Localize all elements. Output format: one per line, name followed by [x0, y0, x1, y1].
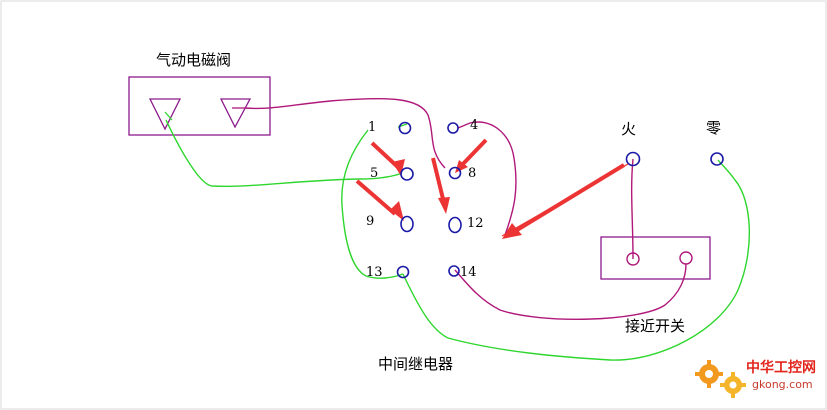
label-relay: 中间继电器: [378, 355, 453, 373]
terminal-1: [398, 121, 412, 135]
valve-box: [128, 76, 271, 136]
switch-box: [600, 236, 711, 280]
relay-terminals: [396, 121, 724, 279]
component-labels: 气动电磁阀 火 零 接近开关 中间继电器: [156, 51, 721, 373]
watermark-brand: 中华工控网: [746, 359, 816, 376]
label-live: 火: [621, 120, 636, 138]
solenoid-valve: [128, 76, 271, 136]
wire-valve-to-pin5: [165, 119, 403, 187]
valve-marker-green: [164, 111, 173, 121]
pin-label-8: 8: [468, 166, 476, 181]
terminal-14: [448, 265, 460, 277]
label-proximity-switch: 接近开关: [625, 317, 685, 335]
gkong-watermark: 中华工控网 gkong.com: [695, 359, 816, 398]
pin-label-9: 9: [366, 214, 374, 229]
pin-label-4: 4: [470, 118, 478, 133]
proximity-switch: [600, 236, 711, 280]
arrow-to-pin5-head: [392, 159, 405, 176]
terminal-8: [448, 166, 462, 180]
terminal-neutral: [710, 152, 724, 166]
wire-live-to-switch: [630, 158, 634, 260]
wire-pin14-to-switch: [454, 263, 687, 320]
arrow-from-live-head: [502, 223, 522, 239]
valve-port-left-icon: [148, 98, 182, 131]
wire-pin1-loop: [341, 129, 404, 279]
pin-label-5: 5: [370, 166, 378, 181]
terminal-13: [396, 265, 410, 279]
arrow-to-pin9: [355, 179, 397, 216]
wire-pin4-down: [457, 121, 517, 236]
switch-terminal-right: [679, 251, 693, 265]
pin-label-1: 1: [368, 120, 376, 135]
arrow-to-pin9-head: [390, 201, 404, 221]
arrow-to-pin8: [460, 138, 488, 167]
terminal-live: [625, 151, 641, 167]
pin-label-13: 13: [366, 265, 383, 280]
terminal-12: [448, 216, 462, 234]
red-arrows: [355, 138, 626, 239]
magenta-wires: [244, 97, 687, 320]
label-solenoid-valve: 气动电磁阀: [156, 51, 231, 69]
valve-port-right-icon: [219, 98, 252, 129]
arrow-to-pin12-head: [438, 197, 450, 214]
pin-label-12: 12: [467, 216, 484, 231]
pin-label-14: 14: [460, 265, 477, 280]
label-neutral: 零: [706, 119, 721, 137]
terminal-4: [447, 122, 459, 134]
pin-labels: 1 4 5 8 9 12 13 14: [366, 118, 484, 280]
gear-icon: [695, 360, 746, 398]
arrow-from-live: [515, 163, 626, 232]
wire-valve-to-relay: [244, 97, 446, 169]
arrow-to-pin8-head: [455, 160, 468, 173]
watermark-url: gkong.com: [752, 378, 813, 391]
green-wires: [165, 119, 751, 361]
wire-pin13-to-neutral: [402, 159, 751, 361]
terminal-9: [400, 215, 414, 233]
arrow-to-pin12: [431, 157, 446, 204]
terminal-5: [400, 167, 414, 181]
